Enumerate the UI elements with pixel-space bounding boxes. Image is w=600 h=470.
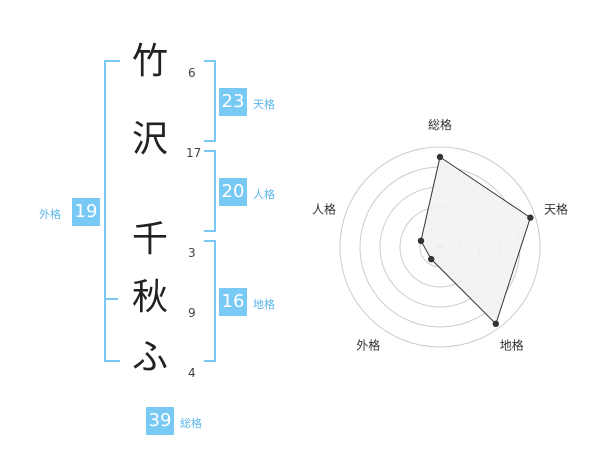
gaikaku-label: 外格	[39, 208, 61, 221]
radar-ring-5	[339, 146, 541, 348]
name-char-4: 秋	[131, 277, 168, 318]
soukaku-value: 39	[146, 407, 174, 435]
radar-axis-label-4: 外格	[356, 338, 380, 353]
name-char-5: ふ	[131, 337, 168, 378]
tenkaku-value: 23	[219, 88, 247, 116]
soukaku-label: 総格	[180, 417, 202, 430]
stroke-count-2: 17	[186, 146, 202, 160]
radar-shape	[420, 156, 531, 325]
radar-axis-label-3: 地格	[500, 338, 524, 353]
tenkaku-bracket	[204, 60, 216, 142]
radar-point-3	[492, 320, 500, 328]
radar-points	[417, 153, 534, 328]
name-char-1: 竹	[131, 41, 168, 82]
gaikaku-value: 19	[72, 198, 100, 226]
gaikaku-bracket	[104, 60, 120, 362]
chikaku-value: 16	[219, 288, 247, 316]
stroke-count-3: 3	[188, 246, 196, 260]
jinkaku-bracket	[204, 150, 216, 232]
name-char-2: 沢	[131, 119, 168, 160]
chikaku-label: 地格	[253, 298, 275, 311]
radar-point-2	[527, 214, 534, 221]
radar-point-5	[417, 237, 425, 245]
jinkaku-value: 20	[219, 178, 247, 206]
radar-point-1	[436, 153, 444, 161]
gaikaku-bracket-tick	[104, 298, 118, 300]
name-char-3: 千	[131, 219, 168, 260]
radar-axis-label-5: 人格	[312, 201, 336, 216]
tenkaku-label: 天格	[253, 98, 275, 111]
jinkaku-label: 人格	[253, 188, 275, 201]
stroke-count-1: 6	[188, 66, 196, 80]
radar-axis-label-2: 天格	[544, 201, 568, 216]
stroke-count-5: 4	[188, 366, 196, 380]
radar-point-4	[427, 255, 435, 263]
radar-axis-label-1: 総格	[428, 117, 452, 132]
chikaku-bracket	[204, 240, 216, 362]
stroke-count-4: 9	[188, 306, 196, 320]
